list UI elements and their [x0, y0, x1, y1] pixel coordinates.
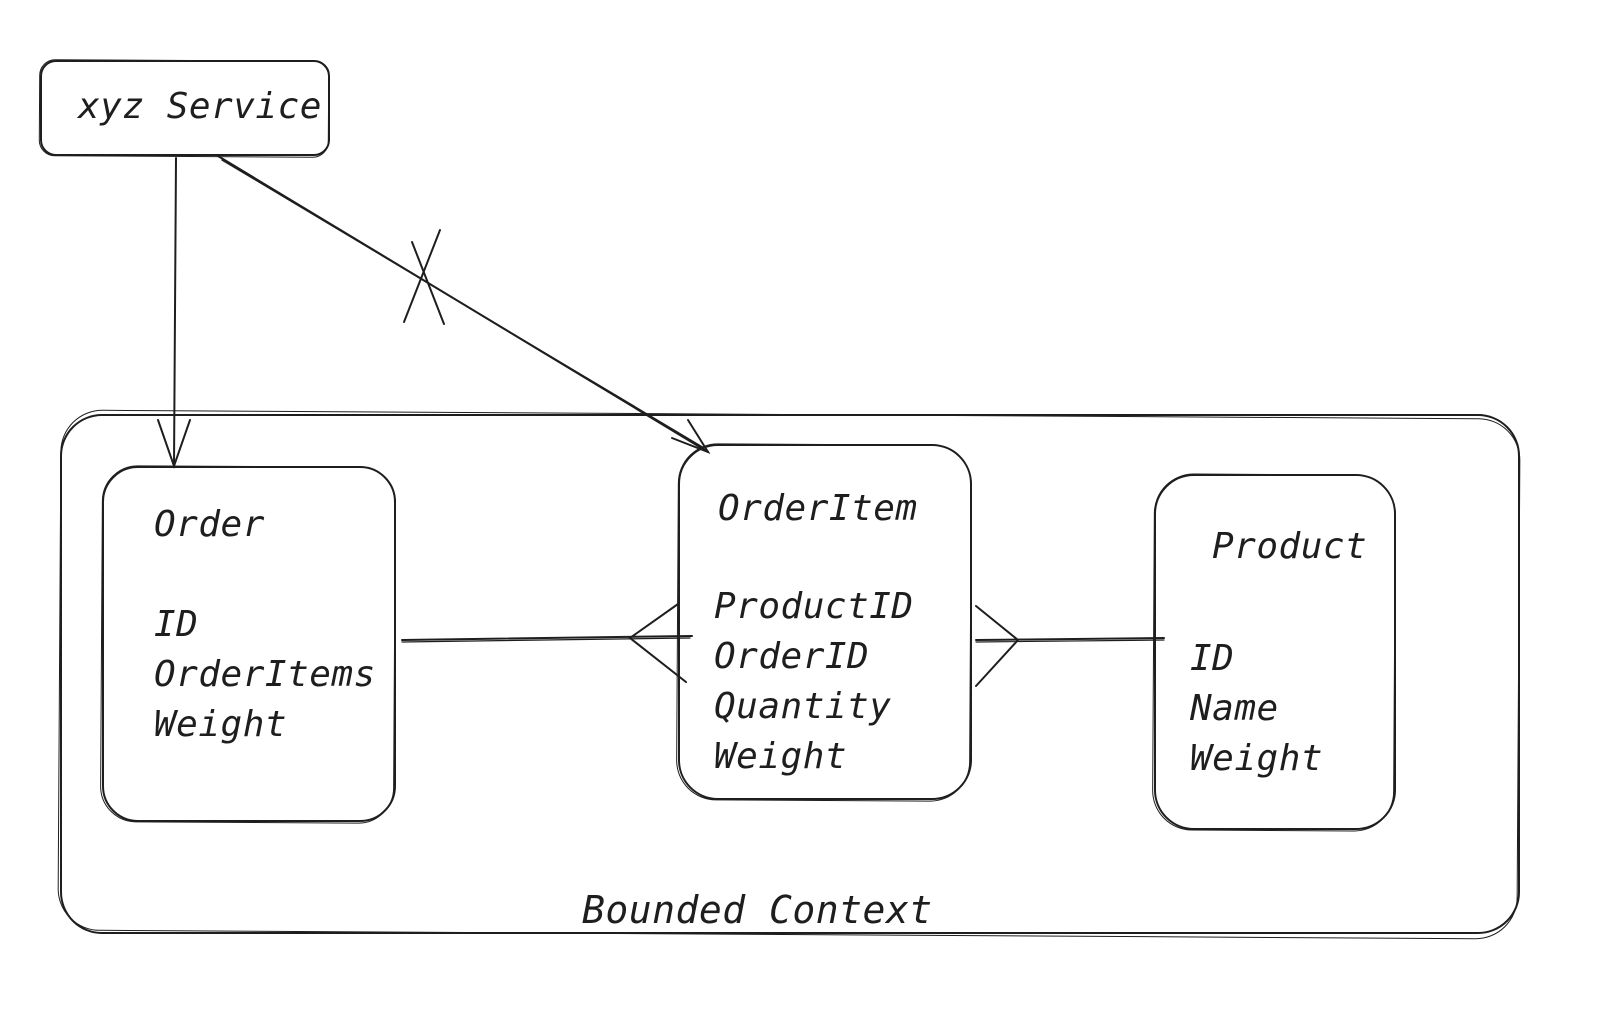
- product-entity-name: Product: [1212, 526, 1368, 567]
- service-box: xyz Service: [40, 60, 330, 156]
- order-field: Weight: [154, 704, 288, 745]
- orderitem-fields: ProductID OrderID Quantity Weight: [714, 582, 914, 782]
- order-field: OrderItems: [154, 654, 376, 695]
- order-entity-name: Order: [154, 504, 265, 545]
- service-label: xyz Service: [78, 86, 322, 127]
- bounded-context-label: Bounded Context: [582, 888, 933, 932]
- bounded-context-box: Bounded Context: [60, 414, 1520, 934]
- product-field: ID: [1190, 638, 1235, 679]
- orderitem-field: Weight: [714, 736, 848, 777]
- cross-mark: [403, 229, 441, 323]
- product-entity: Product ID Name Weight: [1154, 474, 1396, 830]
- orderitem-field: Quantity: [714, 686, 892, 727]
- order-entity: Order ID OrderItems Weight: [102, 466, 396, 822]
- product-field: Weight: [1190, 738, 1324, 779]
- orderitem-entity: OrderItem ProductID OrderID Quantity Wei…: [678, 444, 972, 800]
- product-fields: ID Name Weight: [1190, 634, 1323, 784]
- orderitem-field: OrderID: [714, 636, 870, 677]
- order-fields: ID OrderItems Weight: [154, 600, 376, 750]
- product-field: Name: [1190, 688, 1279, 729]
- order-field: ID: [154, 604, 199, 645]
- orderitem-entity-name: OrderItem: [718, 488, 918, 529]
- orderitem-field: ProductID: [714, 586, 914, 627]
